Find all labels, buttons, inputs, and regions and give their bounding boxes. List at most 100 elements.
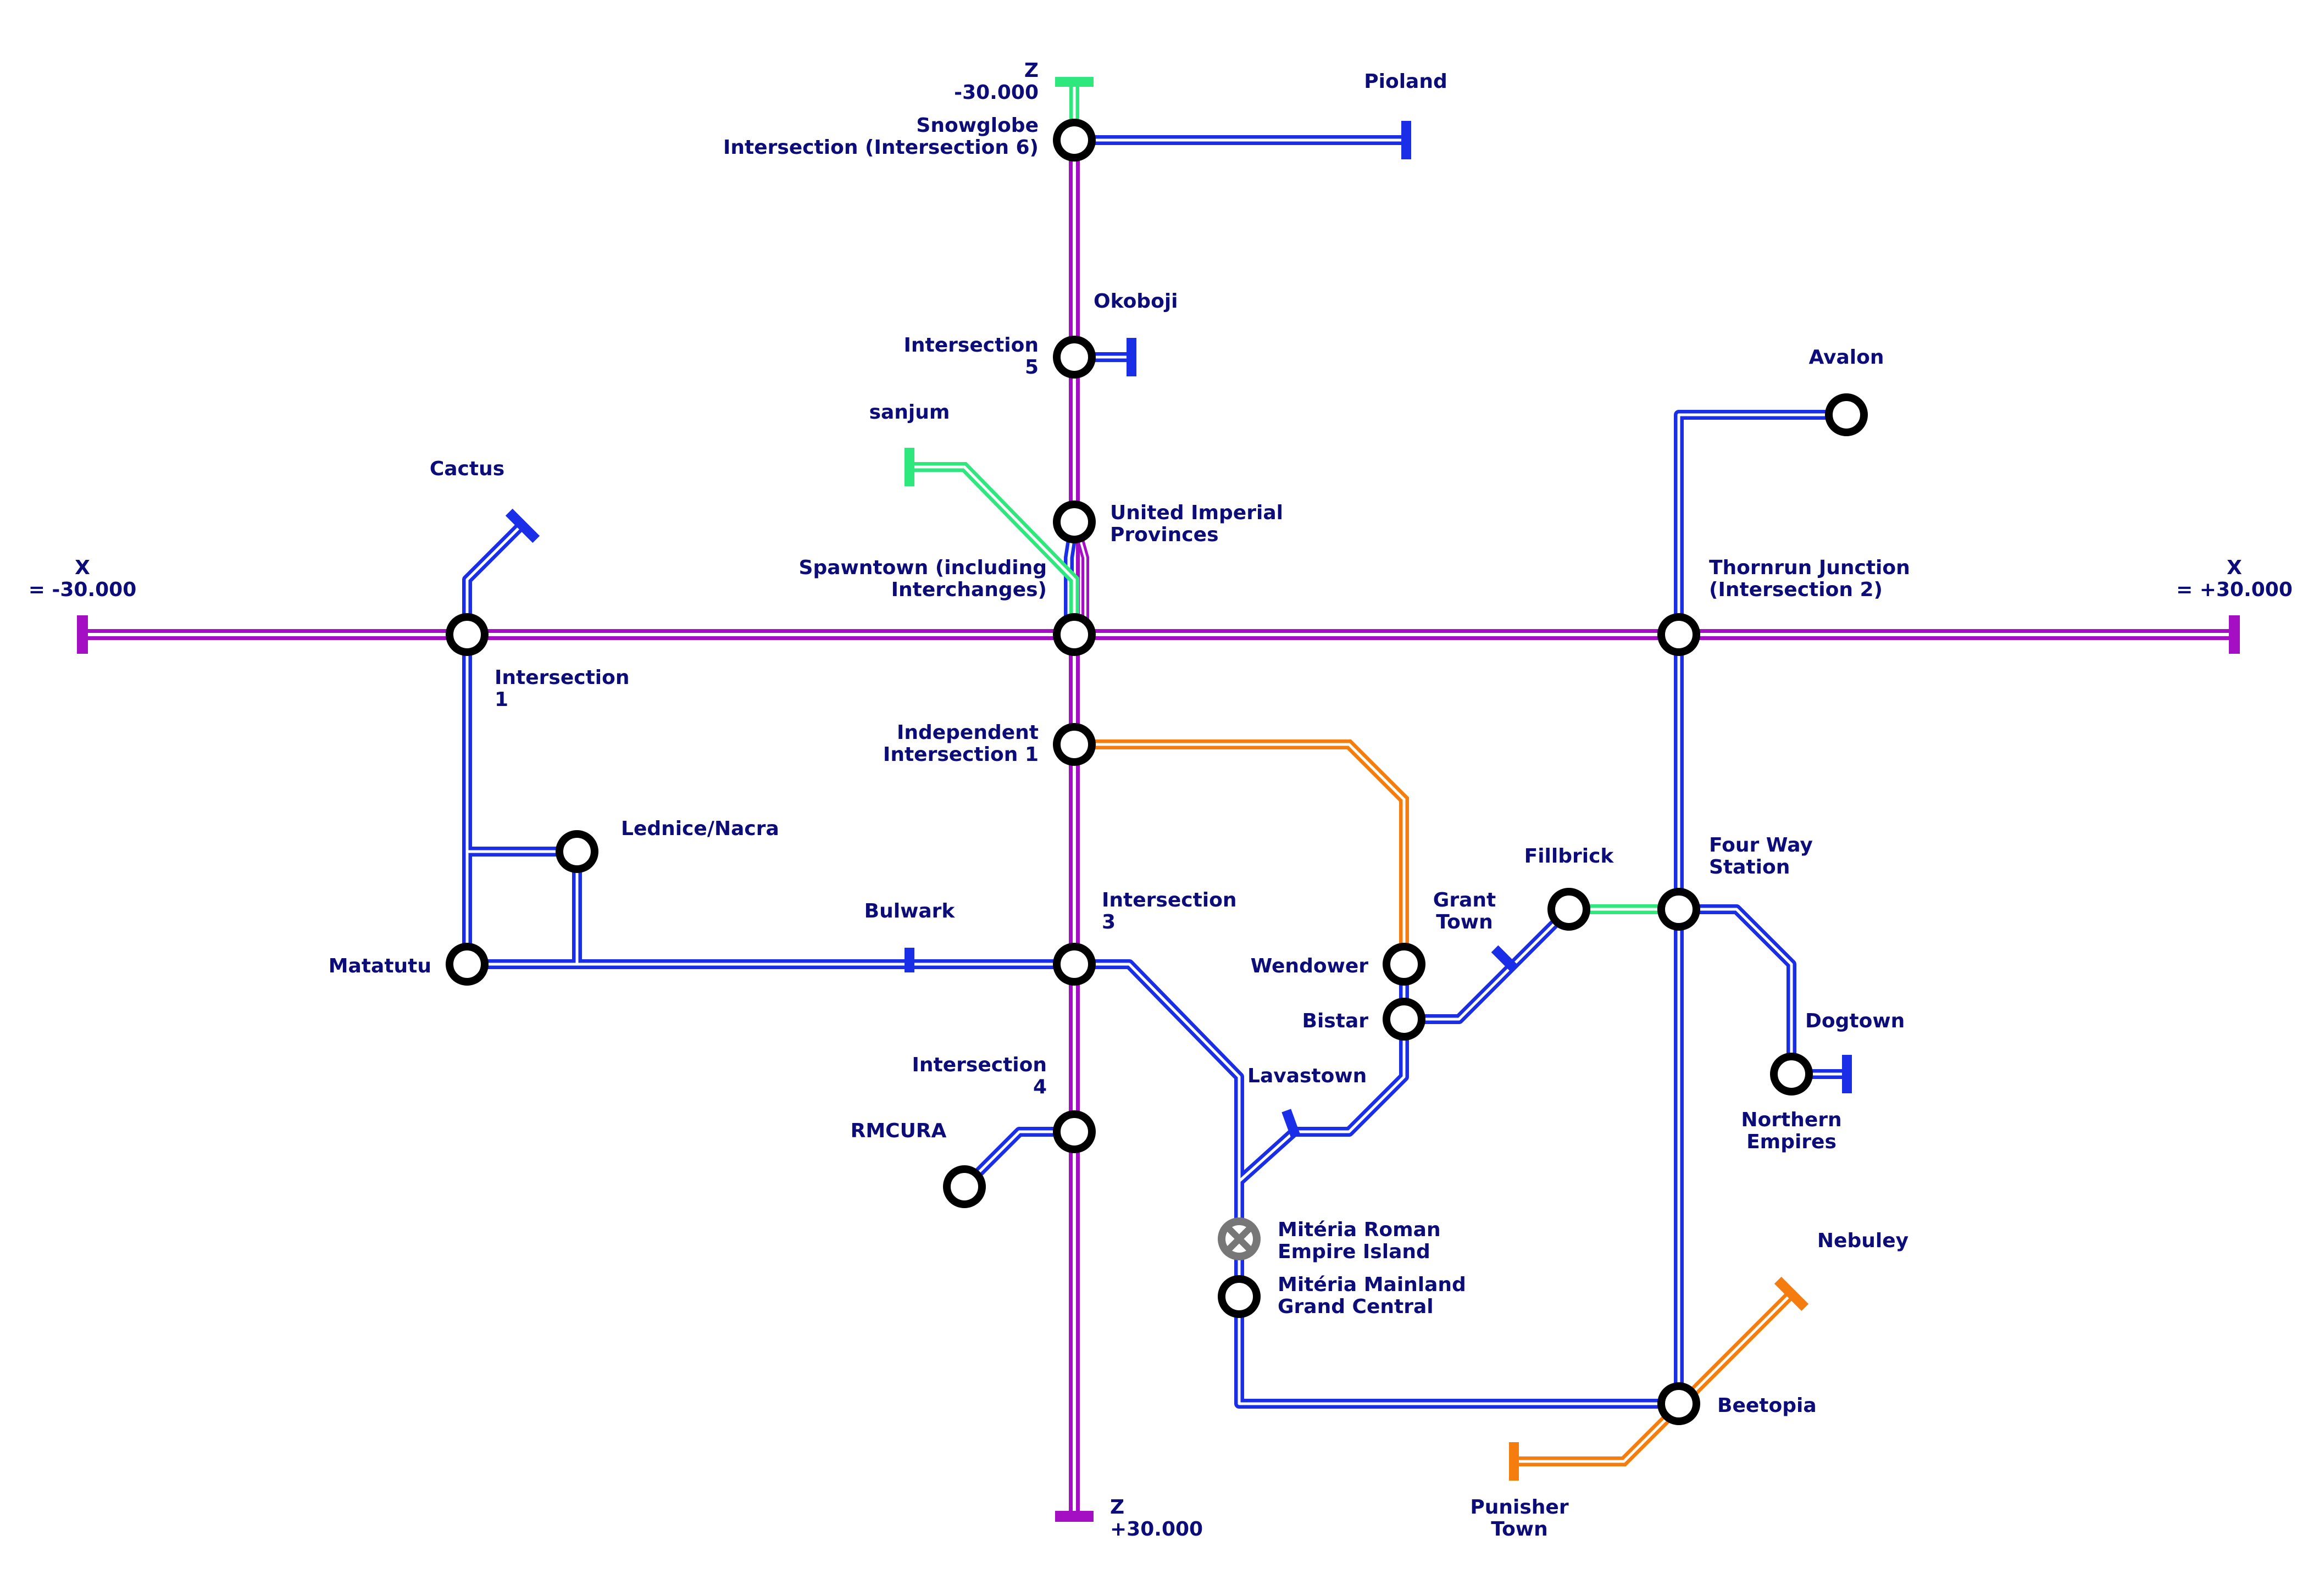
station-northern-empires[interactable] [1770,1053,1813,1095]
label-mitisland-line-0: Mitéria Roman [1278,1219,1441,1241]
label-x_neg-line-1: = -30.000 [29,579,137,601]
station-independent-intersection-1[interactable] [1053,723,1096,766]
label-rmcura: RMCURA [851,1120,947,1142]
marker-bulwark [905,948,914,972]
label-uip-line-0: United Imperial [1110,502,1283,524]
label-beetopia: Beetopia [1717,1394,1817,1417]
label-nebuley: Nebuley [1817,1230,1908,1252]
label-lednice-line-0: Lednice/Nacra [621,818,779,840]
station-miteria-island-closed[interactable] [1218,1217,1261,1260]
marker-granttown [1491,945,1517,971]
label-avalon: Avalon [1808,346,1884,369]
label-fillbrick: Fillbrick [1524,845,1615,867]
label-punisher-line-1: Town [1491,1518,1547,1541]
terminus-nebuley [1774,1276,1809,1311]
label-thornrun-line-0: Thornrun Junction [1709,557,1910,579]
label-pioland: Pioland [1364,70,1447,93]
label-punisher-line-0: Punisher [1470,1496,1568,1519]
terminus-okoboji [1127,338,1136,376]
label-granttown-line-0: Grant [1433,889,1496,911]
label-uip-line-1: Provinces [1110,524,1219,546]
stations [446,119,1868,1425]
label-spawntown-line-0: Spawntown (including [799,557,1047,579]
label-z_pos: Z+30.000 [1110,1496,1203,1541]
label-x_neg-line-0: X [75,557,90,579]
label-fourway-line-0: Four Way [1709,834,1813,857]
label-z_neg-line-0: Z [1024,59,1039,82]
station-spawntown[interactable] [1053,613,1096,656]
station-intersection-5[interactable] [1053,336,1096,379]
label-northern-line-0: Northern [1741,1109,1841,1131]
label-z_pos-line-1: +30.000 [1110,1518,1203,1541]
label-mitmainland-line-0: Mitéria Mainland [1278,1274,1466,1296]
label-wendower: Wendower [1251,955,1369,977]
label-okoboji-line-0: Okoboji [1094,290,1178,313]
station-matatutu[interactable] [446,943,489,986]
label-x_pos-line-1: = +30.000 [2176,579,2293,601]
label-intersection3-line-1: 3 [1102,911,1116,933]
terminus-punisher [1509,1442,1519,1481]
label-snowglobe-line-1: Intersection (Intersection 6) [723,136,1039,159]
terminus-x-neg [77,615,88,654]
label-thornrun-line-1: (Intersection 2) [1709,579,1883,601]
terminus-sanjum [905,448,914,486]
label-nebuley-line-0: Nebuley [1817,1230,1908,1252]
station-rmcura[interactable] [943,1165,986,1208]
label-intersection5-line-1: 5 [1025,356,1039,379]
label-fourway-line-1: Station [1709,856,1790,878]
terminus-x-pos [2229,615,2240,654]
label-intersection5-line-0: Intersection [904,334,1039,357]
label-x_pos-line-0: X [2227,557,2242,579]
label-rmcura-line-0: RMCURA [851,1120,947,1142]
green-route-lines [905,77,1679,914]
label-sanjum: sanjum [869,401,950,424]
label-intersection4-line-0: Intersection [912,1054,1047,1076]
station-avalon[interactable] [1825,393,1868,436]
station-four-way[interactable] [1657,888,1700,931]
station-intersection-3[interactable] [1053,943,1096,986]
label-matatutu: Matatutu [329,955,431,977]
label-thornrun: Thornrun Junction(Intersection 2) [1709,557,1910,601]
road-lines [462,121,1852,1409]
station-snowglobe[interactable] [1053,119,1096,162]
station-lednice-nacra[interactable] [556,830,598,873]
station-beetopia[interactable] [1657,1382,1700,1425]
terminus-cactus [505,508,540,543]
orange-route-lines [1074,739,1809,1481]
label-bulwark-line-0: Bulwark [864,900,956,922]
label-dogtown: Dogtown [1805,1010,1905,1032]
station-bistar[interactable] [1383,998,1425,1041]
station-united-imperial-provinces[interactable] [1053,501,1096,543]
station-intersection-4[interactable] [1053,1110,1096,1153]
label-lavastown-line-0: Lavastown [1247,1065,1367,1087]
station-fillbrick[interactable] [1547,888,1590,931]
label-snowglobe-line-0: Snowglobe [916,114,1039,137]
label-mitmainland-line-1: Grand Central [1278,1295,1434,1318]
label-northern-line-1: Empires [1746,1131,1837,1153]
marker-lavastown [1281,1109,1300,1137]
label-x_neg: X= -30.000 [29,557,137,601]
label-pioland-line-0: Pioland [1364,70,1447,93]
label-cactus-line-0: Cactus [430,458,504,480]
label-dogtown-line-0: Dogtown [1805,1010,1905,1032]
station-intersection-1[interactable] [446,613,489,656]
label-granttown-line-1: Town [1436,911,1493,933]
label-z_pos-line-0: Z [1110,1496,1124,1519]
label-sanjum-line-0: sanjum [869,401,950,424]
label-intersection1-line-0: Intersection [495,666,630,689]
station-wendower[interactable] [1383,943,1425,986]
station-miteria-mainland[interactable] [1218,1275,1261,1318]
station-thornrun-junction[interactable] [1657,613,1700,656]
label-matatutu-line-0: Matatutu [329,955,431,977]
